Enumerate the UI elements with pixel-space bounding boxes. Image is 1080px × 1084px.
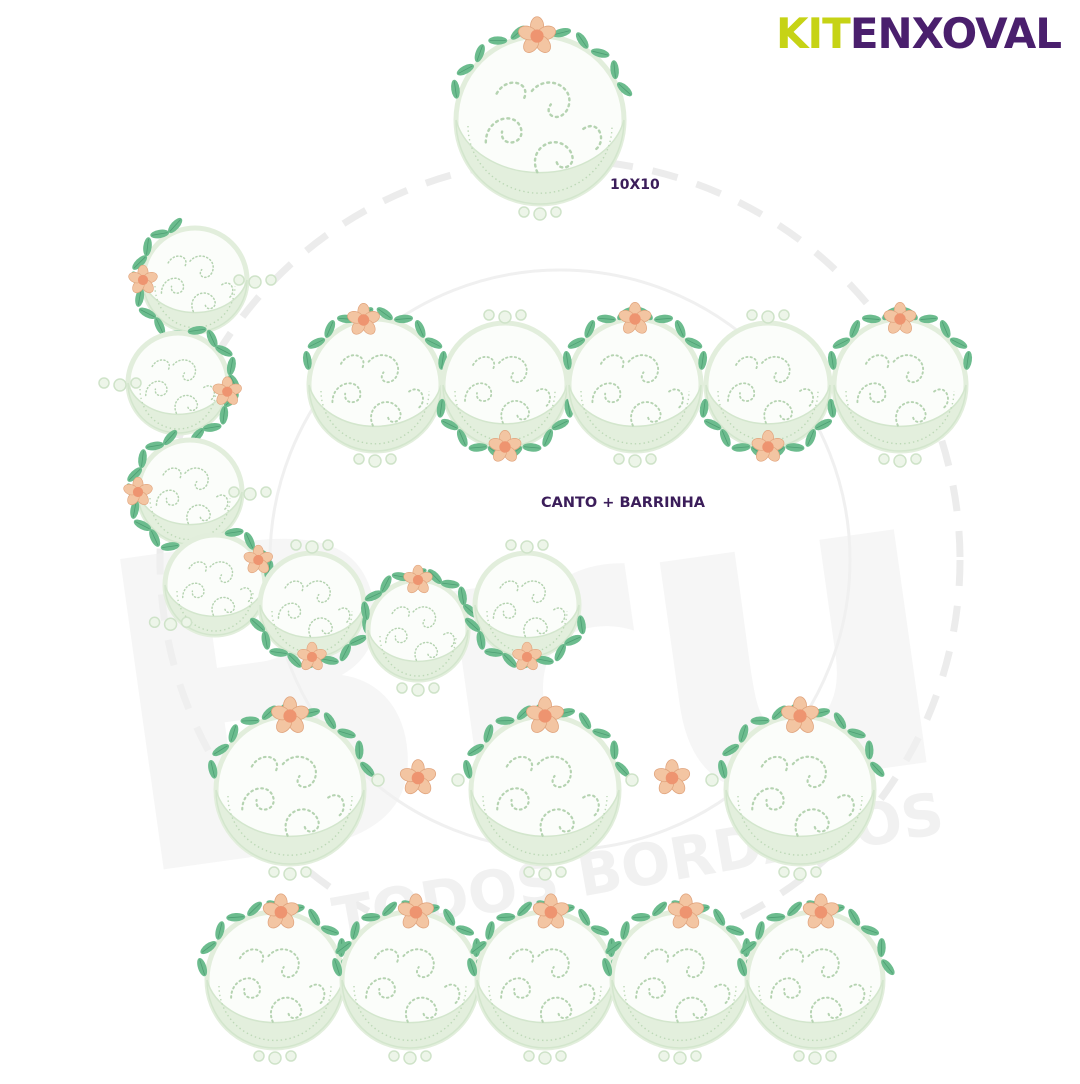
bead-dot <box>810 866 822 878</box>
bead-dot <box>793 1050 805 1062</box>
bead-dot <box>555 866 567 878</box>
bead-dot <box>243 487 257 501</box>
bead-dot <box>523 866 535 878</box>
scallop-motif <box>98 324 244 446</box>
bead-dot <box>878 453 890 465</box>
bead-dot <box>283 867 297 881</box>
bead-dot <box>778 866 790 878</box>
bead-dot <box>690 1050 702 1062</box>
bead-dot <box>645 453 657 465</box>
bead-dot <box>403 1051 417 1065</box>
bead-dot <box>353 453 365 465</box>
bead-dot <box>388 1050 400 1062</box>
bead-dot <box>893 454 907 468</box>
bead-dot <box>163 617 178 632</box>
bead-dot <box>778 309 790 321</box>
bead-dot <box>248 275 262 289</box>
bead-dot <box>233 274 245 286</box>
bead-dot <box>428 682 440 694</box>
bead-dot <box>148 616 161 629</box>
bead-dot <box>228 486 240 498</box>
connector-flower <box>625 759 719 798</box>
bead-dot <box>910 453 922 465</box>
scallop-motif <box>716 696 888 881</box>
bead-dot <box>658 1050 670 1062</box>
bead-dot <box>746 309 758 321</box>
bead-dot <box>515 309 527 321</box>
scallop-motif <box>464 893 628 1065</box>
bead-dot <box>396 682 408 694</box>
scallop-motif <box>148 526 280 638</box>
bead-dot <box>180 616 193 629</box>
bead-dot <box>761 310 775 324</box>
bead-dot <box>130 377 142 389</box>
bead-dot <box>483 309 495 321</box>
scallop-motif <box>194 893 358 1065</box>
scallop-motif <box>561 301 709 468</box>
scallop-motif <box>206 696 378 881</box>
scallop-motif <box>734 893 898 1065</box>
scallop-motif <box>462 539 588 673</box>
bead-dot <box>268 1051 282 1065</box>
connector-flower <box>371 759 465 798</box>
brand-enxoval: ENXOVAL <box>849 9 1062 58</box>
bead-dot <box>523 1050 535 1062</box>
bead-dot <box>305 540 319 554</box>
bead-dot <box>533 207 547 221</box>
bead-dot <box>520 540 534 554</box>
canto-barrinha-label: CANTO + BARRINHA <box>541 495 705 511</box>
bead-dot <box>550 206 562 218</box>
bead-dot <box>368 454 382 468</box>
scallop-motif <box>698 309 838 465</box>
bead-dot <box>825 1050 837 1062</box>
bead-dot <box>793 867 807 881</box>
bead-dot <box>253 1050 265 1062</box>
bead-dot <box>265 274 277 286</box>
leaf-icon <box>487 35 508 46</box>
bead-dot <box>420 1050 432 1062</box>
bead-dot <box>285 1050 297 1062</box>
bead-dot <box>505 539 517 551</box>
bead-dot <box>808 1051 822 1065</box>
scallop-motif <box>359 564 481 697</box>
scallop-motif <box>826 301 974 468</box>
scallop-motif <box>329 893 493 1065</box>
bead-dot <box>555 1050 567 1062</box>
bead-dot <box>673 1051 687 1065</box>
bead-dot <box>628 454 642 468</box>
scallop-motif <box>435 309 575 465</box>
scallop-motif <box>126 215 277 341</box>
bead-dot <box>538 867 552 881</box>
brand-logo: KITENXOVAL <box>776 8 1062 60</box>
size-label: 10X10 <box>610 177 660 193</box>
bead-dot <box>411 683 425 697</box>
bead-dot <box>613 453 625 465</box>
brand-kit: KIT <box>776 9 851 58</box>
scallop-motif <box>599 893 763 1065</box>
bead-dot <box>518 206 530 218</box>
bead-dot <box>113 378 127 392</box>
scallop-motif <box>449 16 635 221</box>
bead-dot <box>498 310 512 324</box>
bead-dot <box>290 539 302 551</box>
bead-dot <box>538 1051 552 1065</box>
bead-dot <box>300 866 312 878</box>
bead-dot <box>260 486 272 498</box>
bead-dot <box>98 377 110 389</box>
bead-dot <box>268 866 280 878</box>
scallop-motif <box>461 696 633 881</box>
bead-dot <box>537 539 549 551</box>
bead-dot <box>385 453 397 465</box>
bead-dot <box>322 539 334 551</box>
